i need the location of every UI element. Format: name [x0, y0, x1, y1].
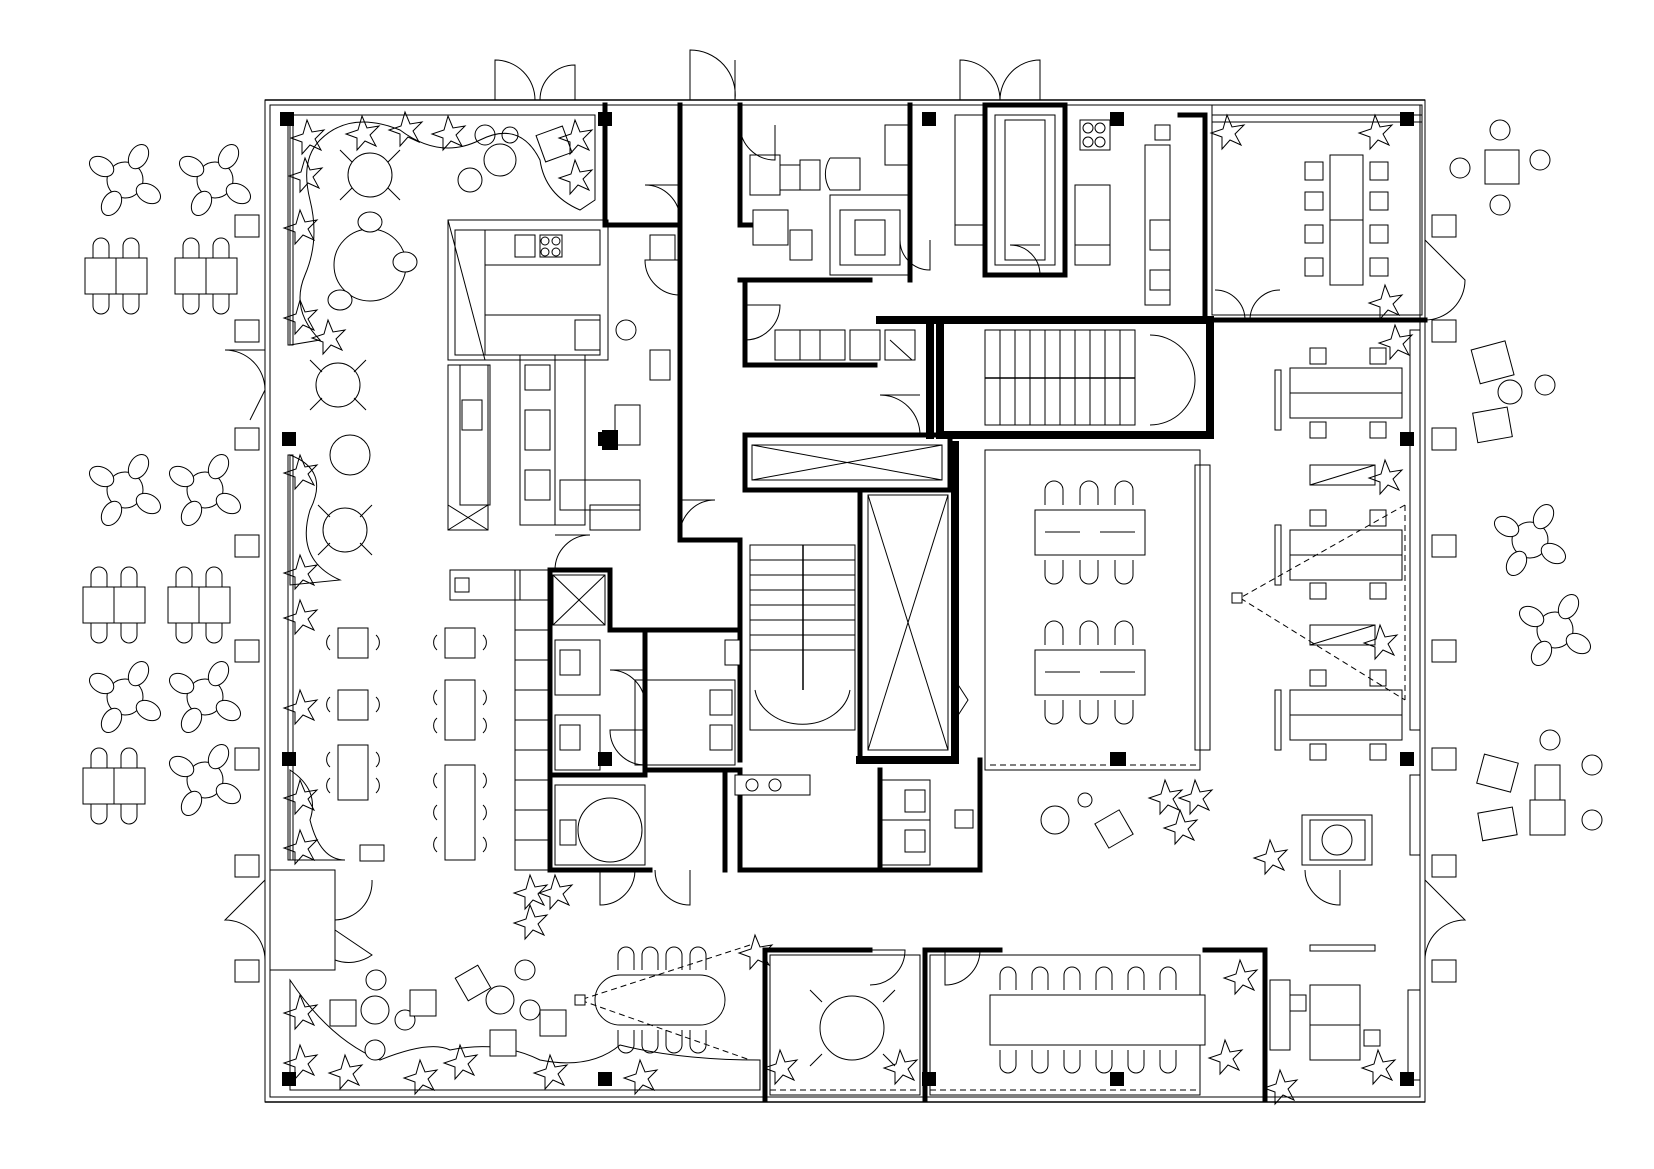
interior-door-swings [554, 124, 1341, 986]
meeting-room-bottom-2 [929, 954, 1206, 1096]
plants-other [282, 113, 1414, 1106]
dining-area-left [287, 114, 596, 871]
service-rooms [749, 114, 1171, 361]
entrance-doors-top [494, 49, 1041, 101]
meeting-rooms-center [984, 449, 1211, 849]
plants-left [282, 110, 594, 941]
open-office-right [1231, 329, 1421, 866]
building-envelope [264, 99, 1426, 1103]
meeting-room-bottom-1 [769, 954, 921, 1096]
facade-piers [234, 214, 1457, 983]
terrace-right [1449, 119, 1603, 842]
side-doors [223, 239, 1467, 961]
meeting-room-top-right [1211, 104, 1423, 316]
bottom-lounge [269, 869, 761, 1091]
bottom-right-workspace [1269, 944, 1421, 1081]
stair-core-lower [749, 544, 856, 731]
restrooms [554, 639, 974, 866]
shafts [552, 444, 949, 751]
terrace-left [82, 143, 252, 825]
stair-core-upper [879, 329, 1196, 436]
kitchen [447, 219, 676, 531]
